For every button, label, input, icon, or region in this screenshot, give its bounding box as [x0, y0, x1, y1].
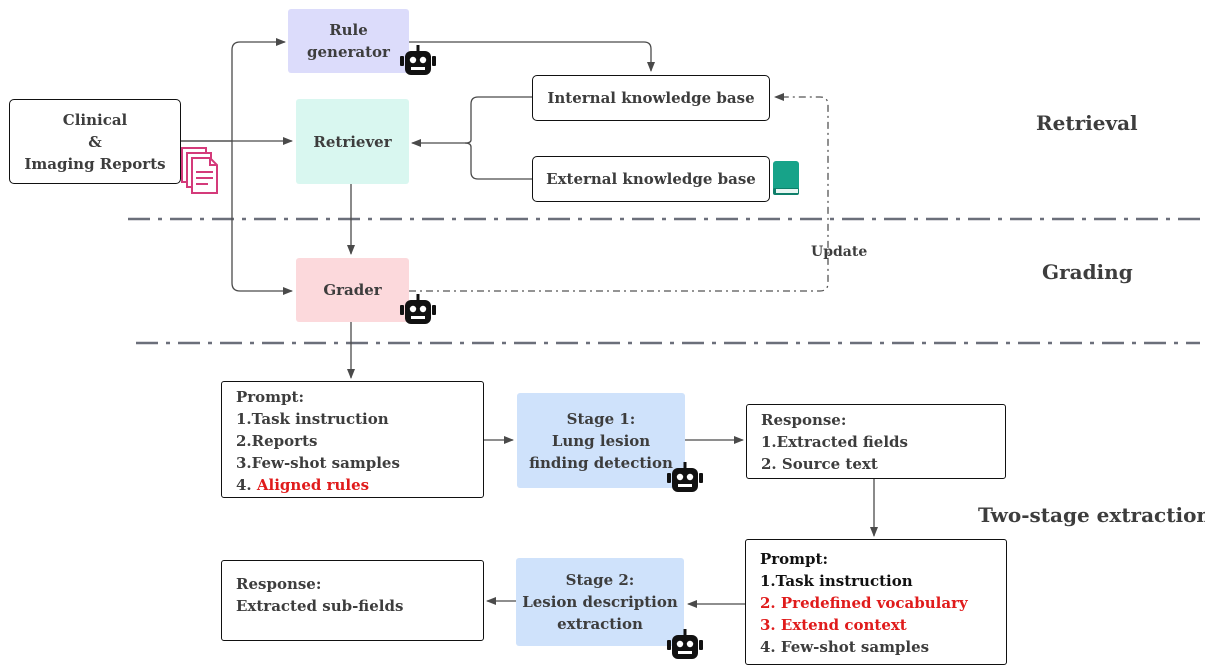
response1-item-2: 2. Source text — [761, 455, 878, 473]
stage1-node: Stage 1: Lung lesion finding detection — [517, 393, 685, 488]
edge-rule-generator-to-internal-kb — [408, 41, 655, 72]
reports-line-3: Imaging Reports — [24, 154, 166, 173]
rule-generator-line-2: generator — [307, 43, 390, 61]
update-edge-label: Update — [811, 244, 868, 260]
section-label-retrieval: Retrieval — [1036, 111, 1138, 135]
prompt1-item-4-highlight: Aligned rules — [256, 476, 370, 494]
edge-internal-kb-to-retriever — [464, 96, 532, 144]
reports-line-2: & — [88, 132, 102, 151]
stage2-node: Stage 2: Lesion description extraction — [516, 558, 684, 646]
prompt1-title: Prompt: — [236, 388, 305, 406]
robot-icon — [667, 462, 703, 492]
prompt2-box: Prompt: 1.Task instruction 2. Predefined… — [745, 539, 1007, 665]
robot-icon — [400, 45, 436, 75]
response1-box: Response: 1.Extracted fields 2. Source t… — [746, 404, 1006, 479]
stage2-line-1: Stage 2: — [565, 571, 635, 589]
prompt1-item-4: 4. Aligned rules — [236, 474, 369, 496]
response2-box: Response: Extracted sub-fields — [221, 560, 484, 641]
prompt2-item-1: 1.Task instruction — [760, 572, 913, 590]
stage2-line-3: extraction — [557, 615, 643, 633]
stage1-line-1: Stage 1: — [566, 409, 636, 428]
prompt2-title: Prompt: — [760, 550, 829, 568]
stage1-line-3: finding detection — [529, 453, 673, 472]
prompt1-item-1: 1.Task instruction — [236, 410, 389, 428]
reports-line-1: Clinical — [62, 110, 128, 129]
retriever-label: Retriever — [313, 132, 392, 151]
section-label-extraction: Two-stage extraction — [978, 503, 1205, 527]
response2-item-1: Extracted sub-fields — [236, 597, 404, 615]
internal-kb-label: Internal knowledge base — [547, 89, 755, 107]
response1-item-1: 1.Extracted fields — [761, 433, 908, 451]
internal-kb-node: Internal knowledge base — [532, 75, 770, 121]
edge-external-kb-to-retriever — [411, 139, 532, 180]
prompt1-box: Prompt: 1.Task instruction 2.Reports 3.F… — [221, 381, 484, 498]
edge-reports-to-grader — [231, 141, 293, 295]
prompt1-item-2: 2.Reports — [236, 432, 318, 450]
rule-generator-line-1: Rule — [329, 21, 368, 39]
retriever-node: Retriever — [296, 99, 409, 184]
stage1-line-2: Lung lesion — [551, 431, 651, 450]
response2-title: Response: — [236, 575, 322, 593]
external-kb-node: External knowledge base — [532, 156, 770, 202]
rule-generator-node: Rule generator — [288, 9, 409, 73]
reports-node: Clinical & Imaging Reports — [9, 99, 181, 184]
grader-label: Grader — [323, 281, 382, 299]
prompt1-item-4-prefix: 4. — [236, 476, 257, 494]
prompt2-item-3: 3. Extend context — [760, 616, 907, 634]
robot-icon — [400, 294, 436, 324]
section-label-grading: Grading — [1042, 260, 1133, 284]
response1-title: Response: — [761, 411, 847, 429]
robot-icon — [667, 629, 703, 659]
grader-node: Grader — [296, 258, 409, 322]
edge-grader-update-to-internal-kb — [409, 93, 829, 292]
prompt2-item-4: 4. Few-shot samples — [760, 638, 930, 656]
external-kb-label: External knowledge base — [546, 170, 756, 188]
prompt2-item-2: 2. Predefined vocabulary — [760, 594, 968, 612]
book-icon — [773, 161, 799, 195]
edge-reports-to-rule-generator — [181, 38, 286, 142]
stage2-line-2: Lesion description — [522, 593, 678, 611]
prompt1-item-3: 3.Few-shot samples — [236, 454, 400, 472]
document-stack-icon — [181, 147, 218, 194]
